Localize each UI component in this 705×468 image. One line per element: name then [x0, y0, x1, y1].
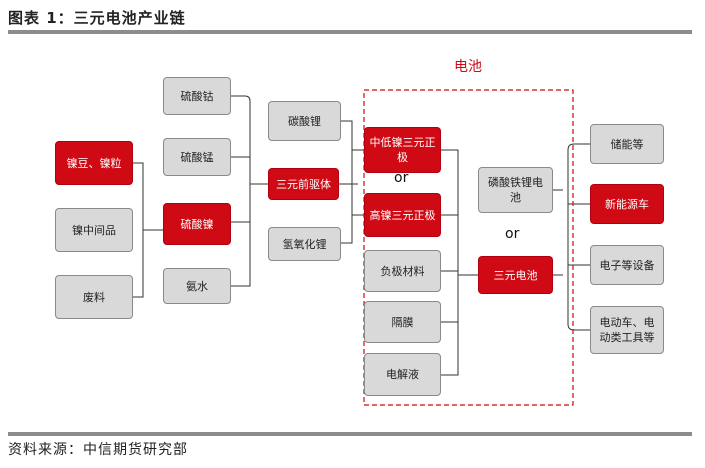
- top-divider: [8, 30, 692, 34]
- lfp-battery-box: 磷酸铁锂电池: [478, 167, 553, 213]
- figure-title: 图表 1：三元电池产业链: [8, 9, 186, 27]
- bottom-divider: [8, 432, 692, 436]
- ternary-battery-box: 三元电池: [478, 256, 553, 294]
- bracket-applications: [567, 143, 590, 331]
- precursor-box: 三元前驱体: [268, 168, 339, 200]
- electrolyte-box: 电解液: [364, 353, 441, 396]
- bracket-materials-to-battery: [441, 149, 478, 376]
- cobalt-sulfate-box: 硫酸钴: [163, 77, 231, 115]
- source-note: 资料来源：中信期货研究部: [8, 442, 188, 458]
- link-batteries: [553, 189, 563, 276]
- application-energy-storage-box: 储能等: [590, 124, 664, 164]
- or-label-batteries: or: [505, 226, 520, 242]
- application-new-energy-vehicle-box: 新能源车: [590, 184, 664, 224]
- lithium-carbonate-box: 碳酸锂: [268, 101, 341, 141]
- raw-nickel-intermediate-box: 镍中间品: [55, 208, 133, 252]
- application-electronics-box: 电子等设备: [590, 245, 664, 285]
- manganese-sulfate-box: 硫酸锰: [163, 138, 231, 176]
- battery-group-frame: [363, 89, 574, 406]
- ammonia-box: 氨水: [163, 268, 231, 304]
- raw-nickel-beans-box: 镍豆、镍粒: [55, 141, 133, 185]
- separator-box: 隔膜: [364, 301, 441, 343]
- anode-material-box: 负极材料: [364, 250, 441, 292]
- nickel-sulfate-box: 硫酸镍: [163, 203, 231, 245]
- bracket-lithium: [341, 120, 353, 244]
- cathode-low-nickel-box: 中低镍三元正极: [364, 127, 441, 173]
- lithium-hydroxide-box: 氢氧化锂: [268, 227, 341, 261]
- application-ev-tools-box: 电动车、电动类工具等: [590, 306, 664, 354]
- bracket-sulfates-to-precursor: [231, 95, 268, 287]
- bracket-raw-to-nickel-sulfate: [133, 162, 163, 298]
- or-label-cathodes: or: [394, 170, 409, 186]
- raw-scrap-box: 废料: [55, 275, 133, 319]
- cathode-high-nickel-box: 高镍三元正极: [364, 193, 441, 237]
- battery-group-label: 电池: [454, 59, 482, 75]
